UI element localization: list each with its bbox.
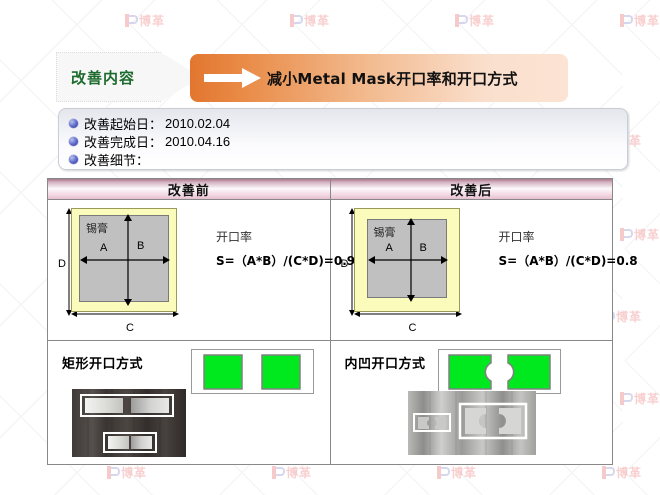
table-header-after-text: 改善后 xyxy=(450,183,493,199)
stencil-photo-concave-icon xyxy=(407,391,536,455)
aperture-rate-formula-before: S=（A*B）/(C*D)=0.9 xyxy=(216,254,356,268)
table-row-aperture-diagram: D C 锡膏 xyxy=(48,200,638,340)
finish-date-label: 改善完成日： xyxy=(84,135,163,151)
dimension-D-label-before: D xyxy=(58,258,66,270)
cell-after-diagram: D C 锡膏 xyxy=(331,200,638,340)
dimension-D-arrow-before xyxy=(66,208,72,316)
improvement-content-label: 改善内容 xyxy=(71,68,136,87)
table-header-row: 改善前 改善后 xyxy=(48,179,612,200)
cell-before-diagram: D C 锡膏 xyxy=(48,200,355,340)
before-after-comparison-table: 改善前 改善后 D C xyxy=(47,178,638,465)
opening-type-label-before: 矩形开口方式 xyxy=(62,357,144,372)
aperture-rate-title-after: 开口率 xyxy=(498,230,535,244)
dimension-B-label-before: B xyxy=(137,240,145,252)
aperture-diagram-before: D C 锡膏 xyxy=(58,206,208,336)
solder-paste-inner-square-before: 锡膏 xyxy=(79,215,169,302)
opening-type-label-after: 内凹开口方式 xyxy=(344,357,426,372)
banner-title-text: 减小Metal Mask开口率和开口方式 xyxy=(267,69,518,88)
dimension-A-label-after: A xyxy=(385,242,393,254)
start-date-label: 改善起始日： xyxy=(84,117,163,133)
info-line-start-date: 改善起始日： 2010.02.04 xyxy=(69,114,627,133)
cell-before-opening-type: 矩形开口方式 xyxy=(48,341,331,465)
table-header-before-text: 改善前 xyxy=(167,183,210,199)
finish-date-value: 2010.04.16 xyxy=(165,133,231,149)
improvement-info-box: 改善起始日： 2010.02.04 改善完成日： 2010.04.16 改善细节… xyxy=(58,108,628,170)
aperture-rate-formula-after: S=（A*B）/(C*D)=0.8 xyxy=(498,254,638,268)
improvement-content-chevron: 改善内容 xyxy=(56,52,201,102)
table-row-opening-type: 矩形开口方式 xyxy=(48,340,612,465)
solder-paste-inner-square-after: 锡膏 xyxy=(366,219,447,298)
info-line-finish-date: 改善完成日： 2010.04.16 xyxy=(69,132,627,151)
green-rectangle-pads-icon xyxy=(191,349,314,394)
solder-paste-label-after: 锡膏 xyxy=(373,226,396,239)
right-arrow-icon xyxy=(204,68,261,88)
aperture-diagram-after: D C 锡膏 xyxy=(341,206,491,336)
aperture-rate-block-before: 开口率 S=（A*B）/(C*D)=0.9 xyxy=(216,228,355,269)
dimension-B-label-after: B xyxy=(419,242,427,254)
stencil-photo-rectangular-icon xyxy=(72,389,186,457)
dimension-C-arrow-before xyxy=(71,311,179,317)
bullet-sphere-icon xyxy=(69,118,78,128)
cell-after-opening-type: 内凹开口方式 xyxy=(331,341,613,465)
aperture-rate-title-before: 开口率 xyxy=(216,230,253,244)
aperture-rate-block-after: 开口率 S=（A*B）/(C*D)=0.8 xyxy=(499,228,638,269)
details-label: 改善细节： xyxy=(84,153,150,169)
bullet-sphere-icon xyxy=(69,154,78,164)
bullet-sphere-icon xyxy=(69,136,78,146)
dimension-A-arrow-before xyxy=(80,256,170,264)
info-line-details: 改善细节： xyxy=(69,150,627,169)
dimension-A-arrow-after xyxy=(367,256,448,264)
table-header-before: 改善前 xyxy=(48,179,331,200)
start-date-value: 2010.02.04 xyxy=(165,115,231,131)
solder-paste-label-before: 锡膏 xyxy=(86,222,108,235)
table-header-after: 改善后 xyxy=(330,179,612,200)
dimension-D-label-after: D xyxy=(340,258,349,270)
title-banner: 减小Metal Mask开口率和开口方式 xyxy=(190,54,568,102)
green-concave-pads-icon xyxy=(437,349,561,394)
dimension-C-label-before: C xyxy=(126,322,134,334)
dimension-D-arrow-after xyxy=(348,208,355,316)
dimension-A-label-before: A xyxy=(100,242,108,254)
dimension-C-label-after: C xyxy=(408,322,417,334)
header-row: 改善内容 减小Metal Mask开口率和开口方式 xyxy=(0,22,660,102)
